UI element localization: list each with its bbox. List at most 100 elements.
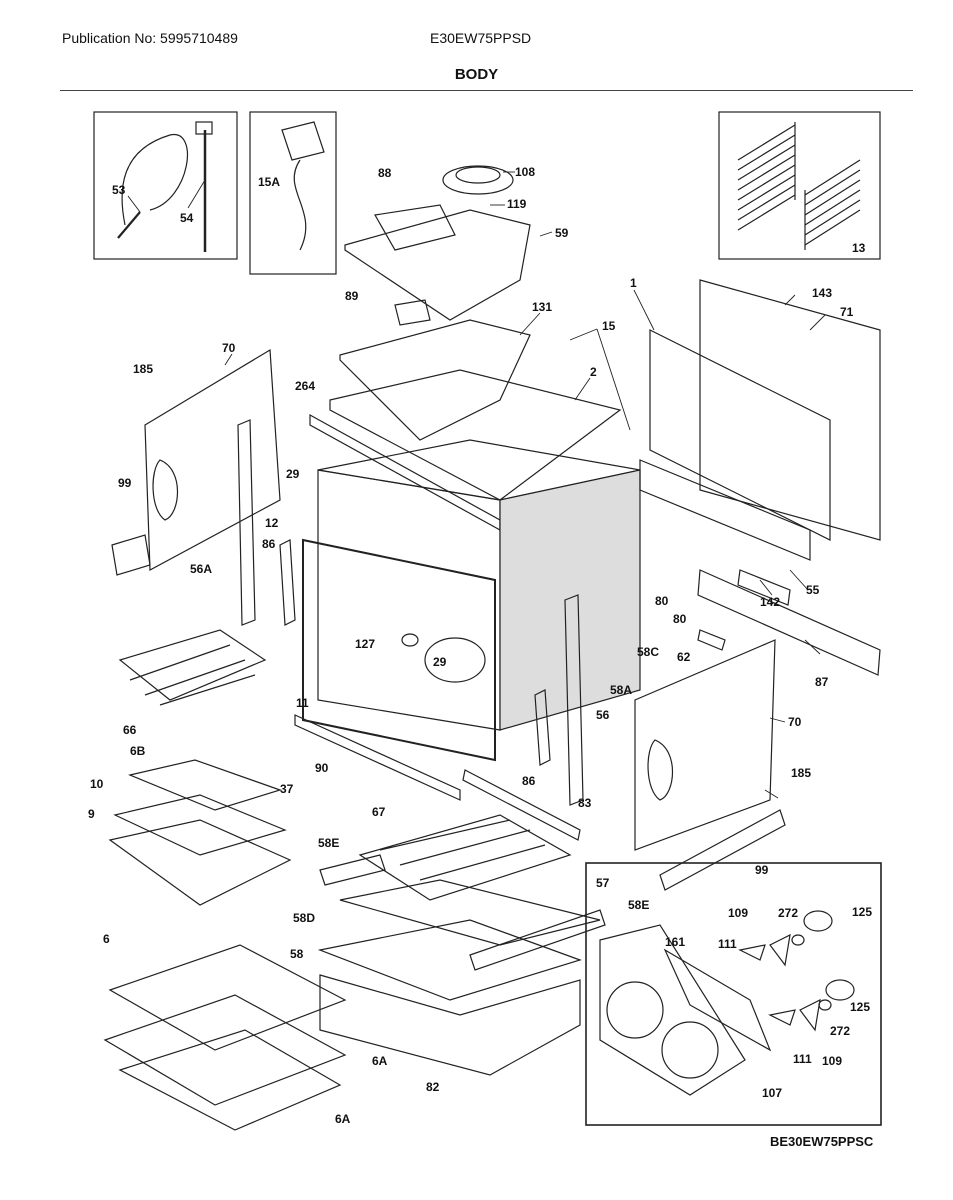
callout-15a: 15A	[258, 175, 280, 189]
callout-99-right: 99	[755, 863, 769, 877]
callout-80-upper: 80	[655, 594, 669, 608]
inset-box-probe	[93, 111, 238, 260]
callout-6a-lower: 6A	[335, 1112, 351, 1126]
oven-rack-6	[108, 944, 347, 1051]
callout-185-right: 185	[791, 766, 811, 780]
broil-insert-10	[113, 794, 287, 856]
callout-107: 107	[762, 1086, 782, 1100]
probe-cable	[121, 134, 189, 226]
callout-labels: 53 54 15A 88 108 119 59 13 1 143 71 89 1…	[88, 165, 872, 1126]
callout-125-upper: 125	[852, 905, 872, 919]
callout-82: 82	[426, 1080, 440, 1094]
rack-support-left	[737, 122, 796, 231]
fan-grille-right	[661, 1021, 719, 1079]
callout-6a-upper: 6A	[372, 1054, 388, 1068]
support-56a	[237, 419, 256, 626]
switch-89	[394, 299, 431, 326]
insulation-58	[317, 919, 582, 1001]
callout-83: 83	[578, 796, 592, 810]
callout-6: 6	[103, 932, 110, 946]
inset-box-convection-fan	[585, 862, 882, 1126]
gasket-161	[663, 948, 772, 1052]
insulation-58d	[339, 879, 601, 946]
duct-cover-88	[374, 204, 456, 251]
callout-56: 56	[596, 708, 610, 722]
callout-57: 57	[596, 876, 610, 890]
callout-125-lower: 125	[850, 1000, 870, 1014]
trim-264	[309, 413, 501, 532]
callout-58e-left: 58E	[318, 836, 339, 850]
side-panel-70-right	[634, 639, 776, 851]
callout-131: 131	[532, 300, 552, 314]
callout-12: 12	[265, 516, 279, 530]
callout-142: 142	[760, 595, 780, 609]
callout-70-right: 70	[788, 715, 802, 729]
callout-108: 108	[515, 165, 535, 179]
callout-9: 9	[88, 807, 95, 821]
callout-58e-right: 58E	[628, 898, 649, 912]
callout-90: 90	[315, 761, 329, 775]
callout-1: 1	[630, 276, 637, 290]
callout-80-lower: 80	[673, 612, 687, 626]
callout-86-right: 86	[522, 774, 536, 788]
callout-58: 58	[290, 947, 304, 961]
callout-264: 264	[295, 379, 315, 393]
spacer-272-lower	[818, 999, 832, 1011]
fan-blade-109-lower	[768, 998, 821, 1032]
insulation-58e-left	[319, 854, 386, 886]
fan-blade-109-upper	[738, 933, 791, 967]
callout-87: 87	[815, 675, 829, 689]
fan-motor-125-upper	[803, 910, 833, 932]
terminal-block-62	[697, 629, 726, 651]
callout-127: 127	[355, 637, 375, 651]
broil-pan-9	[108, 819, 292, 906]
header-divider	[60, 90, 913, 91]
callout-109-upper: 109	[728, 906, 748, 920]
callout-86-left: 86	[262, 537, 276, 551]
callout-99-left: 99	[118, 476, 132, 490]
callout-6b: 6B	[130, 744, 146, 758]
callout-10: 10	[90, 777, 104, 791]
callout-58c: 58C	[637, 645, 659, 659]
side-panel-opening-right	[647, 739, 674, 801]
callout-66: 66	[123, 723, 137, 737]
bottom-panel-82	[319, 974, 581, 1076]
bracket-55	[639, 459, 811, 561]
meat-probe	[117, 211, 141, 239]
side-panel-70-left	[144, 348, 281, 571]
callout-272-lower: 272	[830, 1024, 850, 1038]
callout-71: 71	[840, 305, 854, 319]
callout-29-lower: 29	[433, 655, 447, 669]
callout-111-lower: 111	[793, 1052, 812, 1066]
callout-62: 62	[677, 650, 691, 664]
rear-panel-1	[649, 329, 831, 541]
callout-143: 143	[812, 286, 832, 300]
oven-cavity-front	[317, 469, 501, 731]
insulation-58e-right	[469, 909, 606, 971]
light-lens	[424, 637, 486, 683]
diagram-code: BE30EW75PPSC	[770, 1134, 874, 1149]
fan-cover-107	[599, 924, 746, 1096]
fan-duct-59	[344, 209, 531, 321]
bracket-99-right	[659, 809, 786, 891]
callout-67: 67	[372, 805, 386, 819]
model-number: E30EW75PPSD	[430, 30, 532, 46]
callout-89: 89	[345, 289, 359, 303]
rear-panel-71	[699, 279, 881, 541]
callout-109-lower: 109	[822, 1054, 842, 1068]
bracket-86-right	[534, 689, 551, 766]
fan-grille-left	[606, 981, 664, 1039]
callout-59: 59	[555, 226, 569, 240]
top-panel-2	[329, 369, 622, 501]
callout-70-left: 70	[222, 341, 236, 355]
callout-111-upper: 111	[718, 937, 737, 951]
callout-58a: 58A	[610, 683, 632, 697]
callout-13: 13	[852, 241, 866, 255]
callout-37: 37	[280, 782, 294, 796]
callout-54: 54	[180, 211, 194, 225]
bake-element-67	[358, 814, 572, 901]
bracket-99-left	[111, 534, 151, 576]
rail-87	[697, 569, 881, 676]
light-127	[401, 633, 419, 647]
